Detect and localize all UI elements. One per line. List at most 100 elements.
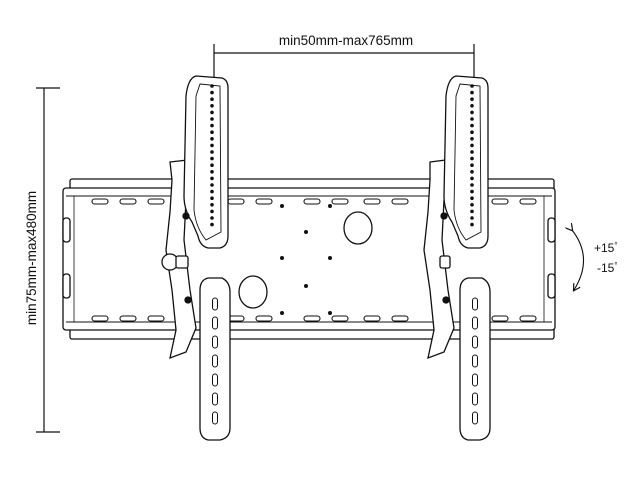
plate-slot (519, 198, 537, 205)
arm-slot (212, 392, 218, 406)
arm-adjust-hole (210, 170, 214, 174)
arm-adjust-hole (210, 90, 214, 95)
arm-adjust-hole (470, 84, 474, 88)
arm-slot (472, 297, 478, 311)
arm-adjust-hole (470, 222, 474, 227)
right-upper-arm-inner (453, 83, 482, 241)
arm-adjust-hole (470, 137, 474, 141)
arm-adjust-hole (210, 203, 214, 207)
arm-slot (212, 411, 218, 425)
plate-small-hole (304, 284, 308, 288)
plate-slot (519, 315, 537, 322)
arm-adjust-hole (210, 183, 214, 187)
plate-slot (227, 198, 245, 205)
arm-hole-columns (210, 84, 474, 227)
arm-adjust-hole (210, 150, 214, 154)
arm-slot (472, 373, 478, 387)
right-lock-dot (440, 212, 448, 220)
width-dimension: min50mm-max765mm (213, 33, 475, 80)
arm-adjust-hole (210, 97, 214, 101)
right-lock-dot (442, 296, 450, 304)
arm-adjust-hole (210, 216, 214, 220)
arm-adjust-hole (210, 222, 214, 227)
arm-adjust-hole (210, 189, 214, 194)
arm-adjust-hole (470, 176, 474, 181)
plate-edge-slot (62, 217, 71, 243)
plate-slot (391, 198, 409, 205)
left-tv-arm (161, 75, 231, 441)
arm-adjust-hole (210, 163, 214, 167)
right-tv-arm (423, 75, 491, 441)
arm-adjust-hole (470, 163, 474, 167)
arm-adjust-hole (470, 183, 474, 187)
plate-slot (303, 198, 321, 205)
plate-slot (491, 315, 509, 322)
height-dimension-label: min75mm-max480mm (24, 191, 39, 325)
arm-adjust-hole (210, 137, 214, 141)
arm-slot (212, 373, 218, 387)
tilt-down-label: -15° (597, 261, 618, 275)
left-lock-dot (184, 296, 192, 304)
arm-adjust-hole (470, 216, 474, 220)
plate-edge-slot (547, 217, 556, 243)
arm-adjust-hole (470, 196, 474, 200)
plate-edge-slot (62, 273, 71, 299)
plate-small-hole (328, 204, 332, 208)
plate-bottom-slot-row (91, 315, 537, 322)
plate-slot (491, 198, 509, 205)
arm-slot (212, 297, 218, 311)
arm-adjust-hole (470, 203, 474, 207)
arm-adjust-hole (470, 110, 474, 115)
plate-slot (119, 198, 137, 205)
height-dimension: min75mm-max480mm (24, 87, 60, 433)
arm-slot (212, 335, 218, 349)
arm-adjust-hole (470, 117, 474, 121)
arm-adjust-hole (470, 189, 474, 194)
arm-adjust-hole (470, 156, 474, 161)
plate-slot (119, 315, 137, 322)
left-lock-dot (182, 212, 190, 220)
plate-small-hole (328, 256, 332, 260)
left-tilt-knob-stem (175, 255, 189, 269)
right-tilt-knob-stem (439, 255, 451, 269)
plate-slot (147, 315, 165, 322)
arm-adjust-hole (210, 143, 214, 148)
arm-adjust-hole (210, 104, 214, 108)
plate-small-hole (280, 311, 284, 315)
arm-slot (472, 354, 478, 368)
plate-small-hole (280, 256, 284, 260)
plate-slot (363, 198, 381, 205)
plate-slot (91, 315, 109, 322)
arm-adjust-hole (470, 170, 474, 174)
plate-slot (391, 315, 409, 322)
arm-adjust-hole (210, 209, 214, 214)
arm-adjust-hole (210, 110, 214, 115)
arm-adjust-hole (210, 117, 214, 121)
plate-top-slot-row (91, 198, 537, 205)
plate-large-hole (238, 275, 268, 309)
plate-small-hole (280, 204, 284, 208)
arm-adjust-hole (210, 123, 214, 128)
plate-large-hole (343, 211, 373, 245)
plate-slot (363, 315, 381, 322)
arm-adjust-hole (210, 176, 214, 181)
arm-slot (472, 335, 478, 349)
arm-slot (472, 392, 478, 406)
arm-adjust-hole (470, 209, 474, 214)
plate-slot (147, 198, 165, 205)
plate-center-holes (280, 204, 332, 315)
arm-adjust-hole (470, 90, 474, 95)
tilt-indicator: +15° -15° (572, 230, 618, 290)
plate-slot (303, 315, 321, 322)
arm-adjust-hole (470, 104, 474, 108)
arm-slot (212, 354, 218, 368)
arm-adjust-hole (470, 123, 474, 128)
arm-lower-slots (212, 297, 478, 425)
width-dimension-label: min50mm-max765mm (279, 33, 413, 48)
arm-adjust-hole (470, 150, 474, 154)
arm-slot (212, 316, 218, 330)
plate-small-hole (328, 311, 332, 315)
plate-slot (255, 198, 273, 205)
arm-slot (472, 316, 478, 330)
